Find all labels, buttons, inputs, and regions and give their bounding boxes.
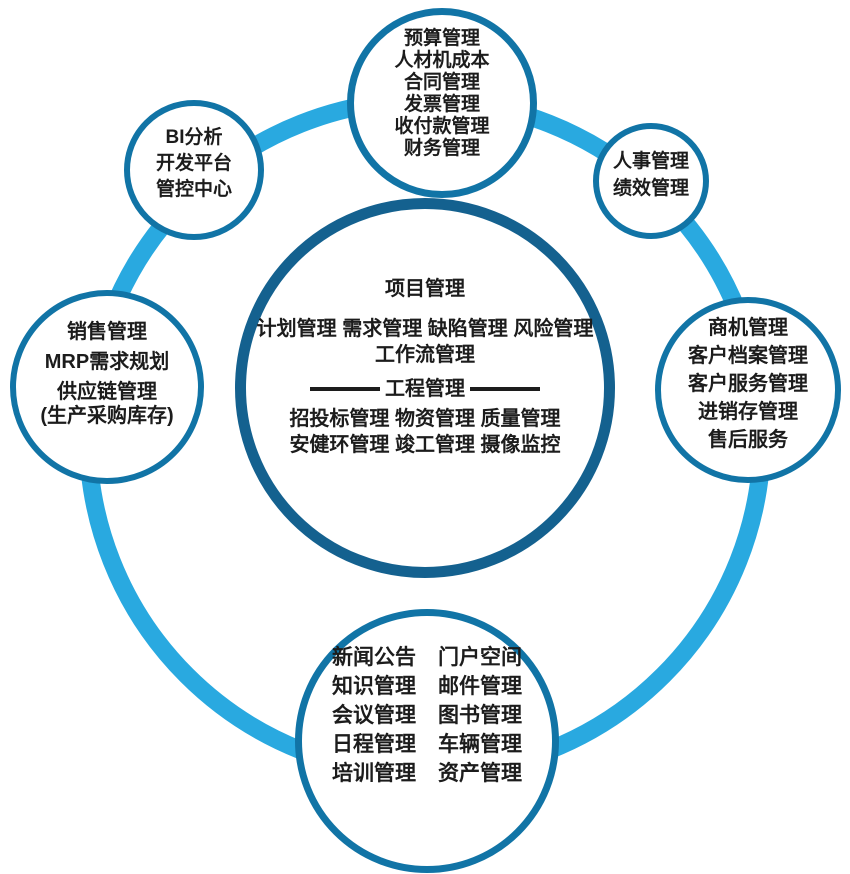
engineering-modules-line-1: 招投标管理 物资管理 质量管理 [289, 408, 561, 430]
oa-item-mail: 邮件管理 [438, 674, 522, 698]
supply-line-scm: 供应链管理 [57, 381, 157, 403]
crm-line-service: 客户服务管理 [688, 373, 808, 395]
circle-project-management: 项目管理 计划管理 需求管理 缺陷管理 风险管理 工作流管理 工程管理 招投标管… [235, 198, 615, 578]
circle-crm-modules: 商机管理 客户档案管理 客户服务管理 进销存管理 售后服务 [655, 297, 841, 483]
engineering-divider: 工程管理 [310, 376, 540, 402]
finance-line-contract: 合同管理 [403, 72, 480, 93]
divider-line-left [310, 387, 380, 391]
oa-item-training: 培训管理 [332, 761, 416, 785]
crm-line-archive: 客户档案管理 [688, 345, 808, 367]
crm-line-opportunity: 商机管理 [708, 317, 788, 339]
center-title: 项目管理 [385, 278, 465, 300]
oa-item-asset: 资产管理 [438, 761, 522, 785]
divider-label: 工程管理 [385, 378, 465, 400]
hr-line-personnel: 人事管理 [612, 151, 689, 172]
project-modules-line-1: 计划管理 需求管理 缺陷管理 风险管理 [256, 318, 594, 340]
crm-line-inventory: 进销存管理 [698, 401, 798, 423]
finance-line-budget: 预算管理 [403, 28, 480, 49]
circle-hr-modules: 人事管理 绩效管理 [593, 123, 709, 239]
circle-platform-modules: BI分析 开发平台 管控中心 [124, 100, 264, 240]
circle-finance-modules: 预算管理 人材机成本 合同管理 发票管理 收付款管理 财务管理 [347, 8, 537, 198]
crm-line-aftersale: 售后服务 [708, 429, 788, 451]
oa-row-2: 知识管理 邮件管理 [332, 672, 522, 701]
finance-line-invoice: 发票管理 [403, 94, 480, 115]
divider-line-right [470, 387, 540, 391]
supply-line-mrp: MRP需求规划 [44, 351, 170, 373]
platform-line-dev: 开发平台 [155, 153, 232, 174]
oa-item-knowledge: 知识管理 [332, 674, 416, 698]
hr-line-performance: 绩效管理 [612, 178, 689, 199]
oa-item-portal: 门户空间 [438, 645, 522, 669]
oa-row-5: 培训管理 资产管理 [332, 759, 522, 788]
circle-supply-chain-modules: 销售管理 MRP需求规划 供应链管理 (生产采购库存) [10, 290, 204, 484]
supply-line-sales: 销售管理 [67, 321, 147, 343]
oa-item-news: 新闻公告 [332, 645, 416, 669]
oa-row-4: 日程管理 车辆管理 [332, 730, 522, 759]
platform-line-control: 管控中心 [155, 179, 232, 200]
oa-row-3: 会议管理 图书管理 [332, 701, 522, 730]
finance-line-payment: 收付款管理 [394, 116, 490, 137]
platform-line-bi: BI分析 [165, 127, 223, 148]
supply-line-note: (生产采购库存) [40, 405, 174, 427]
oa-item-meeting: 会议管理 [332, 703, 416, 727]
circle-oa-modules: 新闻公告 门户空间 知识管理 邮件管理 会议管理 图书管理 日程管理 车辆管理 … [295, 609, 559, 873]
oa-item-schedule: 日程管理 [332, 732, 416, 756]
engineering-modules-line-2: 安健环管理 竣工管理 摄像监控 [289, 434, 561, 456]
finance-line-cost: 人材机成本 [394, 50, 490, 71]
project-modules-line-2: 工作流管理 [375, 344, 475, 366]
finance-line-finance: 财务管理 [403, 138, 480, 159]
oa-item-vehicle: 车辆管理 [438, 732, 522, 756]
oa-row-1: 新闻公告 门户空间 [332, 643, 522, 672]
oa-item-library: 图书管理 [438, 703, 522, 727]
